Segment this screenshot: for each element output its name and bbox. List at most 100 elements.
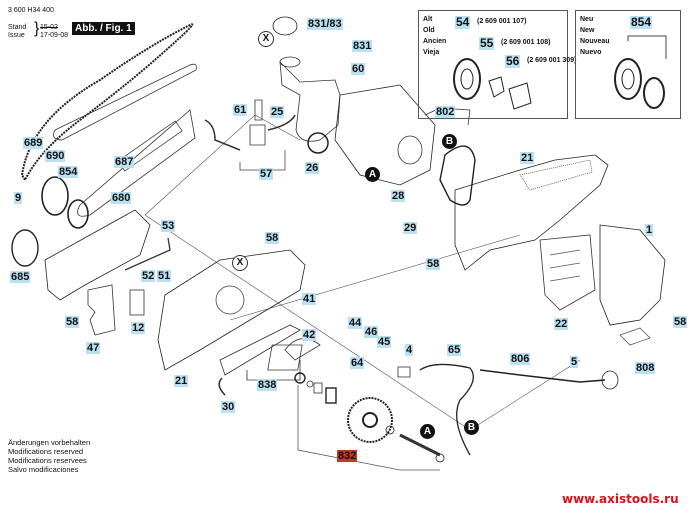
new-parts-box: Neu New Nouveau Nuevo 854: [575, 10, 681, 119]
gasket: [439, 145, 476, 206]
callout-680[interactable]: 680: [111, 192, 132, 204]
callout-21-right[interactable]: 21: [520, 152, 535, 164]
old-label-es: Vieja: [423, 49, 440, 56]
issue-date: 17-09-08: [40, 32, 69, 39]
callout-41[interactable]: 41: [302, 293, 317, 305]
callout-4[interactable]: 4: [405, 344, 414, 356]
oil-tank: [279, 60, 341, 142]
wiring-harness: [419, 363, 474, 456]
callout-25[interactable]: 25: [270, 106, 285, 118]
part-number-55: (2 609 001 108): [501, 39, 551, 46]
callout-687[interactable]: 687: [114, 156, 135, 168]
callout-9[interactable]: 9: [14, 192, 23, 204]
callout-30[interactable]: 30: [221, 401, 236, 413]
callout-46[interactable]: 46: [364, 326, 379, 338]
assembly-guide-lines: [144, 114, 581, 431]
callout-26[interactable]: 26: [305, 162, 320, 174]
gear-housing: [157, 249, 306, 371]
sprocket-gear: [347, 397, 393, 443]
callout-58-shell[interactable]: 58: [673, 316, 688, 328]
wheel-854b: [67, 199, 89, 229]
part-number-54: (2 609 001 107): [477, 18, 527, 25]
callout-854-new[interactable]: 854: [630, 15, 653, 29]
old-label-de: Alt: [423, 16, 433, 23]
callout-54[interactable]: 54: [455, 15, 471, 29]
callout-47[interactable]: 47: [86, 342, 101, 354]
callout-21-left[interactable]: 21: [174, 375, 189, 387]
guide-bar: [53, 63, 197, 141]
callout-58-bumper[interactable]: 58: [65, 316, 80, 328]
callout-61[interactable]: 61: [233, 104, 248, 116]
old-wheel-parts-drawing: [453, 58, 532, 110]
callout-58-housing[interactable]: 58: [265, 232, 280, 244]
callout-56[interactable]: 56: [505, 54, 521, 68]
new-label-fr: Nouveau: [580, 38, 610, 45]
callout-57[interactable]: 57: [259, 168, 274, 180]
callout-5[interactable]: 5: [570, 356, 579, 368]
wheel-854a: [41, 176, 69, 216]
callout-690[interactable]: 690: [45, 150, 66, 162]
oil-pump: [249, 99, 266, 146]
callout-60[interactable]: 60: [351, 63, 366, 75]
watermark-url[interactable]: www.axistools.ru: [562, 492, 679, 506]
callout-51[interactable]: 51: [157, 270, 172, 282]
new-label-en: New: [580, 27, 595, 34]
callout-42[interactable]: 42: [302, 329, 317, 341]
callout-28[interactable]: 28: [391, 190, 406, 202]
callout-45[interactable]: 45: [377, 336, 392, 348]
chain-cover: [44, 209, 151, 301]
callout-802[interactable]: 802: [435, 106, 456, 118]
old-label-fr: Ancien: [423, 38, 447, 45]
callout-838[interactable]: 838: [257, 379, 278, 391]
callout-806[interactable]: 806: [510, 353, 531, 365]
callout-58-motor[interactable]: 58: [426, 258, 441, 270]
callout-689[interactable]: 689: [23, 137, 44, 149]
motor: [334, 84, 436, 186]
bar-cover: [77, 109, 196, 217]
callout-52[interactable]: 52: [141, 270, 156, 282]
marker-x-top: X: [258, 31, 274, 47]
stand-label: Stand: [8, 24, 27, 31]
wheel-685: [11, 229, 39, 267]
callout-55[interactable]: 55: [479, 36, 495, 50]
callout-808[interactable]: 808: [635, 362, 656, 374]
stand-date: 15-02: [40, 24, 58, 31]
callout-1[interactable]: 1: [645, 224, 654, 236]
notice-fr: Modifications reservees: [8, 456, 87, 465]
marker-a-motor: A: [365, 167, 380, 182]
brake-lever: [219, 324, 301, 376]
power-cord: [479, 369, 606, 383]
callout-685[interactable]: 685: [10, 271, 31, 283]
figure-tag: Abb. / Fig. 1: [72, 22, 135, 35]
callout-831[interactable]: 831: [352, 40, 373, 52]
callout-12[interactable]: 12: [131, 322, 146, 334]
marker-x-housing: X: [232, 255, 248, 271]
marker-b-motor: B: [442, 134, 457, 149]
marker-a-harness: A: [420, 424, 435, 439]
old-parts-box: Alt Old Ancien Vieja 54 (2 609 001 107) …: [418, 10, 576, 119]
motor-housing: [454, 154, 609, 271]
callout-831-83[interactable]: 831/83: [307, 18, 343, 30]
callout-22[interactable]: 22: [554, 318, 569, 330]
new-label-es: Nuevo: [580, 49, 602, 56]
brace-glyph: }: [34, 20, 40, 37]
oil-cap: [272, 16, 298, 36]
modifications-notice: Änderungen vorbehalten Modifications res…: [8, 438, 90, 474]
callout-65[interactable]: 65: [447, 344, 462, 356]
saw-chain: [20, 23, 194, 183]
notice-es: Salvo modificaciones: [8, 465, 79, 474]
old-label-en: Old: [423, 27, 435, 34]
callout-53[interactable]: 53: [161, 220, 176, 232]
new-label-de: Neu: [580, 16, 594, 23]
callout-832[interactable]: 832: [337, 450, 358, 462]
callout-64[interactable]: 64: [350, 357, 365, 369]
callout-854[interactable]: 854: [58, 166, 79, 178]
side-cover: [539, 234, 596, 311]
callout-29[interactable]: 29: [403, 222, 418, 234]
callout-44[interactable]: 44: [348, 317, 363, 329]
pinion-26: [307, 132, 329, 154]
handle-shell: [599, 224, 666, 326]
bumper-spike: [87, 284, 116, 336]
doc-number: 3 600 H34 400: [8, 7, 54, 14]
issue-label: Issue: [8, 32, 25, 39]
